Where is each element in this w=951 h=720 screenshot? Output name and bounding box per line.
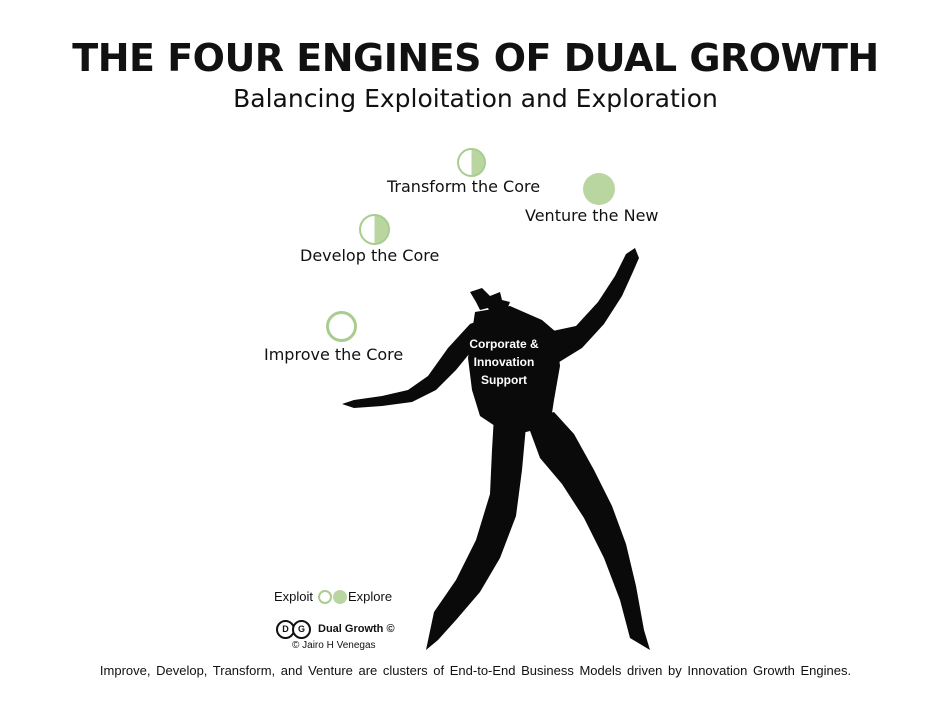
develop-core-half-circle-icon [359, 214, 390, 245]
author-credit: © Jairo H Venegas [292, 640, 376, 651]
explore-dot-icon [333, 590, 347, 604]
legend-exploit-label: Exploit [274, 589, 314, 604]
improve-core-label: Improve the Core [264, 345, 404, 364]
brand-name: Dual Growth © [318, 623, 395, 635]
footer-caption: Improve, Develop, Transform, and Venture… [99, 663, 852, 678]
juggler-figure-illustration [342, 248, 650, 650]
exploit-ring-icon [318, 590, 332, 604]
dual-growth-logo-icon: D G [276, 619, 311, 639]
improve-core-ring-icon [326, 311, 357, 342]
develop-core-label: Develop the Core [300, 246, 440, 265]
transform-core-half-circle-icon [457, 148, 486, 177]
page-subtitle: Balancing Exploitation and Exploration [233, 84, 718, 113]
transform-core-label: Transform the Core [387, 177, 541, 196]
venture-new-label: Venture the New [525, 206, 659, 225]
page-title: THE FOUR ENGINES OF DUAL GROWTH [72, 36, 879, 80]
corporate-innovation-support-label: Corporate & Innovation Support [469, 337, 539, 387]
venture-new-full-circle-icon [583, 173, 615, 205]
dual-growth-brand: D G Dual Growth © [276, 619, 395, 639]
legend-explore-label: Explore [348, 589, 393, 604]
